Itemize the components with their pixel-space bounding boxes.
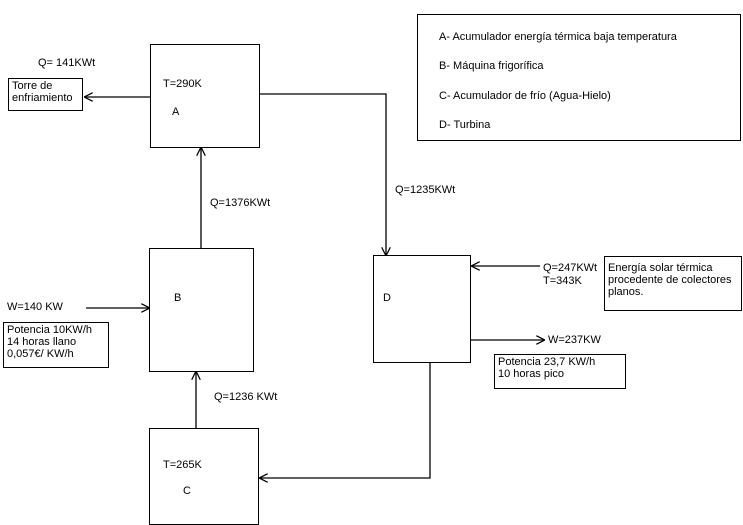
note-b: Potencia 10KW/h 14 horas llano 0,057€/ K… [3,322,109,368]
node-a-letter: A [172,106,180,118]
legend-c: C- Acumulador de frío (Agua-Hielo) [439,90,611,102]
node-c-letter: C [183,485,191,497]
node-c [149,428,259,525]
label-w-in-b: W=140 KW [7,301,63,313]
legend-a: A- Acumulador energía térmica baja tempe… [439,31,677,43]
label-w-out-d: W=237KW [548,334,601,346]
legend-b: B- Máquina frigorífica [439,60,544,72]
node-b [149,248,254,372]
note-solar-line-3: planos. [608,286,644,298]
node-a [150,44,260,148]
legend-d: D- Turbina [439,119,491,131]
note-solar-line-2: procedente de colectores [608,274,732,286]
note-d-line-2: 10 horas pico [498,368,565,380]
note-d: Potencia 23,7 KW/h 10 horas pico [494,354,626,389]
arrow-d-to-c [260,363,431,478]
label-q-tower: Q= 141KWt [38,57,96,69]
note-d-line-1: Potencia 23,7 KW/h [498,356,596,368]
node-b-letter: B [174,292,182,304]
label-q-b-to-a: Q=1376KWt [210,197,271,209]
tower-line-2: enfriamiento [12,92,73,104]
label-q-c-to-b: Q=1236 KWt [214,391,278,403]
note-b-line-1: Potencia 10KW/h [7,324,92,336]
label-q-a-to-d: Q=1235KWt [395,184,456,196]
arrow-a-to-d [259,93,386,255]
note-solar: Energía solar térmica procedente de cole… [604,256,742,311]
tower-line-1: Torre de [12,80,53,92]
node-d-letter: D [383,292,391,304]
note-b-line-3: 0,057€/ KW/h [7,348,74,360]
label-q-solar: Q=247KWt [543,262,598,274]
node-c-temp: T=265K [163,459,202,471]
legend-box [417,14,741,141]
note-solar-line-1: Energía solar térmica [608,262,713,274]
label-t-solar: T=343K [543,275,582,287]
node-a-temp: T=290K [163,78,202,90]
node-d [373,255,471,363]
note-b-line-2: 14 horas llano [7,336,77,348]
tower-box: Torre de enfriamiento [8,78,83,111]
